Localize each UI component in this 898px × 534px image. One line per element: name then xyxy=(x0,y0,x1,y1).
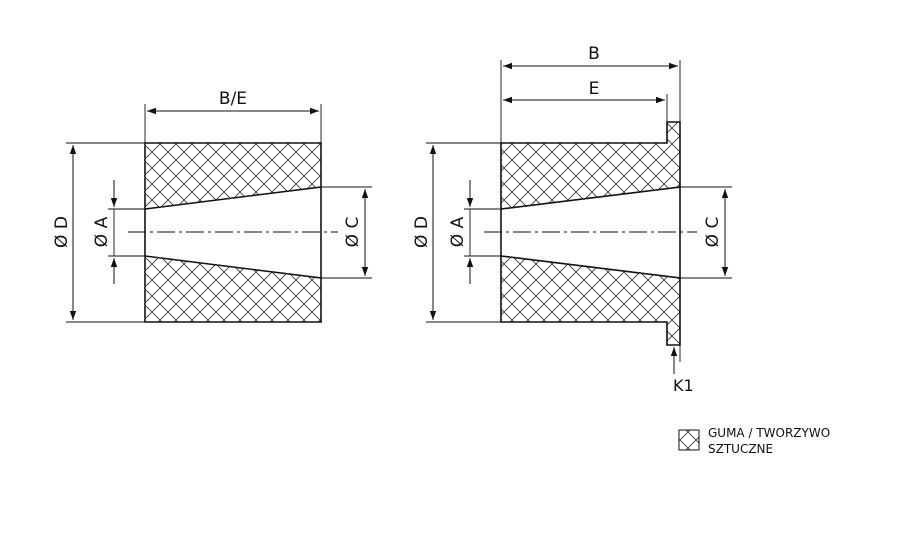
right-body-length-label: E xyxy=(589,79,600,99)
right-section-body xyxy=(500,121,681,346)
right-outer-diameter-label: Ø D xyxy=(412,216,432,248)
right-inner-large-diameter-label: Ø C xyxy=(703,217,723,248)
right-flanged-bushing-view: B E Ø D Ø A Ø C K1 xyxy=(412,44,732,395)
legend-hatch-swatch xyxy=(678,429,700,451)
left-bushing-view: B/E Ø D Ø A Ø C xyxy=(52,89,372,323)
left-inner-small-diameter-label: Ø A xyxy=(92,216,112,247)
flange-thickness-label: K1 xyxy=(673,376,694,395)
right-inner-small-diameter-label: Ø A xyxy=(448,216,468,247)
left-inner-large-diameter-label: Ø C xyxy=(343,217,363,248)
material-legend: GUMA / TWORZYWO SZTUCZNE xyxy=(678,426,830,456)
left-outer-diameter-label: Ø D xyxy=(52,216,72,248)
legend-text-line2: SZTUCZNE xyxy=(708,442,773,456)
right-overall-length-label: B xyxy=(588,44,600,64)
legend-text-line1: GUMA / TWORZYWO xyxy=(708,426,830,440)
left-width-label: B/E xyxy=(219,89,247,109)
